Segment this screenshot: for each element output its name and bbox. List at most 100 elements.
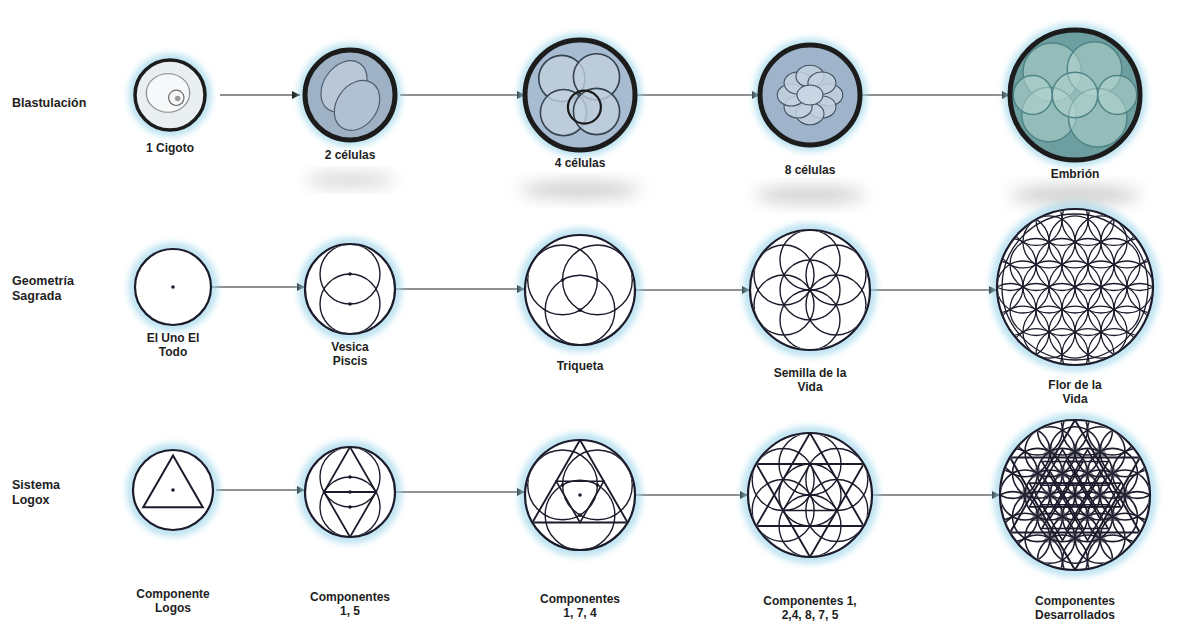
stage-label: 8 células bbox=[760, 163, 860, 177]
cell-rim bbox=[525, 40, 635, 150]
figure-part bbox=[971, 193, 1179, 380]
glow bbox=[748, 228, 872, 352]
figure-part bbox=[171, 285, 175, 289]
triangle bbox=[783, 464, 837, 511]
stage-caption: Componente Logos bbox=[130, 587, 216, 615]
center-dot bbox=[348, 505, 352, 509]
cell bbox=[146, 74, 189, 113]
cell bbox=[568, 91, 601, 124]
stage-node: Componentes 1, 7, 4 bbox=[525, 440, 635, 620]
outer-circle bbox=[748, 433, 872, 557]
figure-part bbox=[528, 440, 633, 550]
triangle bbox=[1068, 486, 1083, 499]
glow bbox=[995, 207, 1155, 367]
row-label: Blastulación bbox=[12, 96, 122, 111]
glow bbox=[133, 58, 207, 132]
stage-caption: Flor de la Vida bbox=[1040, 378, 1110, 406]
triangle bbox=[1080, 465, 1095, 478]
cell-ground bbox=[1010, 30, 1140, 160]
stage-label: 1 Cigoto bbox=[120, 141, 220, 155]
stage-caption: Componentes 1, 7, 4 bbox=[537, 592, 623, 620]
triangle bbox=[1043, 443, 1058, 456]
node-figure bbox=[733, 418, 887, 572]
triangle bbox=[1030, 508, 1045, 521]
glow bbox=[131, 448, 215, 532]
cell-rim bbox=[760, 45, 860, 145]
figure-part bbox=[320, 274, 380, 334]
triangle bbox=[1093, 486, 1108, 499]
triangle bbox=[1068, 443, 1083, 456]
stage-caption: Triqueta bbox=[545, 359, 615, 373]
triangle bbox=[1093, 530, 1108, 543]
nucleus bbox=[169, 90, 184, 105]
node-figure bbox=[982, 194, 1168, 380]
disc bbox=[750, 230, 870, 350]
node-figure bbox=[290, 432, 410, 552]
flow-arrow bbox=[870, 289, 997, 290]
node-figure bbox=[290, 35, 410, 155]
triangle bbox=[1080, 508, 1095, 521]
figure-part bbox=[320, 244, 380, 304]
cell bbox=[1052, 72, 1098, 118]
center-dot bbox=[348, 490, 352, 494]
outer-circle bbox=[133, 450, 213, 530]
node-figure bbox=[290, 229, 410, 349]
figure-part bbox=[975, 405, 1175, 585]
stage-node: El Uno El Todo bbox=[135, 249, 211, 359]
center-dot bbox=[171, 488, 175, 492]
figure-part bbox=[752, 433, 868, 557]
figure-part bbox=[1002, 214, 1148, 360]
glow bbox=[523, 233, 637, 347]
triangle bbox=[1030, 465, 1045, 478]
stage-caption: 1 Cigoto bbox=[120, 141, 220, 155]
stage-label: Componentes 1, 5 bbox=[307, 590, 393, 618]
outer-circle bbox=[525, 235, 635, 345]
figure-part bbox=[320, 447, 380, 537]
stage-node: Componente Logos bbox=[130, 450, 216, 615]
stage-node: Componentes 1, 5 bbox=[305, 447, 395, 618]
stage-node: Embrión bbox=[1010, 30, 1140, 181]
cell-rim bbox=[1010, 30, 1140, 160]
center-dot bbox=[348, 302, 352, 306]
flow-arrow bbox=[860, 94, 1010, 95]
glow bbox=[303, 242, 397, 336]
stage-label: Triqueta bbox=[545, 359, 615, 373]
flow-arrow bbox=[395, 288, 525, 289]
center-dot bbox=[578, 493, 582, 497]
figure-part bbox=[777, 65, 843, 125]
triangle bbox=[1105, 465, 1120, 478]
figure-part bbox=[146, 74, 189, 113]
triangle bbox=[1010, 420, 1140, 533]
disc bbox=[305, 447, 395, 537]
flow-arrow bbox=[635, 289, 750, 290]
figure-part bbox=[1013, 42, 1137, 147]
triangle bbox=[556, 481, 604, 522]
figure-part bbox=[320, 447, 380, 507]
disc bbox=[525, 235, 635, 345]
stage-label: Flor de la Vida bbox=[1040, 378, 1110, 406]
outer-circle bbox=[305, 244, 395, 334]
disc bbox=[525, 440, 635, 550]
flow-arrow bbox=[400, 94, 525, 95]
node-figure bbox=[510, 220, 650, 360]
nucleus bbox=[175, 96, 181, 102]
glow bbox=[133, 247, 213, 327]
flow-arrow bbox=[395, 491, 525, 492]
stage-node: Flor de la Vida bbox=[997, 209, 1153, 406]
triangle bbox=[1055, 508, 1070, 521]
figure-part bbox=[311, 52, 389, 139]
cell bbox=[1013, 76, 1052, 115]
stage-label: 4 células bbox=[530, 156, 630, 170]
cell-ground bbox=[135, 60, 205, 130]
node-figure bbox=[120, 45, 220, 145]
glow bbox=[746, 431, 874, 559]
figure-part bbox=[539, 54, 620, 136]
center-dot bbox=[171, 285, 175, 289]
center-dot bbox=[578, 308, 582, 312]
stage-caption: Componentes 1, 5 bbox=[307, 590, 393, 618]
node-figure bbox=[510, 425, 650, 565]
cell-shadows bbox=[305, 173, 1140, 205]
stage-caption: 2 células bbox=[300, 148, 400, 162]
stage-label: Componentes 1, 2,4, 8, 7, 5 bbox=[758, 594, 862, 622]
